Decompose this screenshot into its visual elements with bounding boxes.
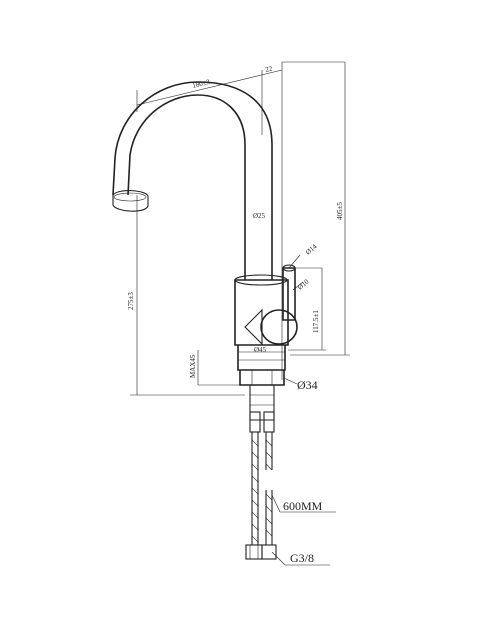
label-thread-size: G3/8: [290, 551, 314, 565]
label-body-height: 117.5±1: [312, 310, 320, 333]
label-spout-diameter: Ø25: [253, 212, 266, 220]
label-knob-diameter: Ø10: [296, 277, 311, 291]
label-total-height: 405±5: [336, 202, 344, 220]
label-body-diameter: Ø45: [254, 346, 267, 354]
faucet-outline: [112, 81, 298, 560]
label-lever-diameter: Ø14: [304, 242, 319, 256]
label-max-thickness: MAX45: [189, 354, 197, 378]
label-hose-length: 600MM: [283, 499, 323, 513]
label-spout-height: 275±3: [127, 292, 135, 310]
label-shank-diameter: Ø34: [297, 378, 318, 392]
label-spout-reach: 180±3: [192, 78, 212, 90]
label-top-offset: 22: [265, 64, 274, 74]
dimension-lines: [130, 61, 350, 566]
